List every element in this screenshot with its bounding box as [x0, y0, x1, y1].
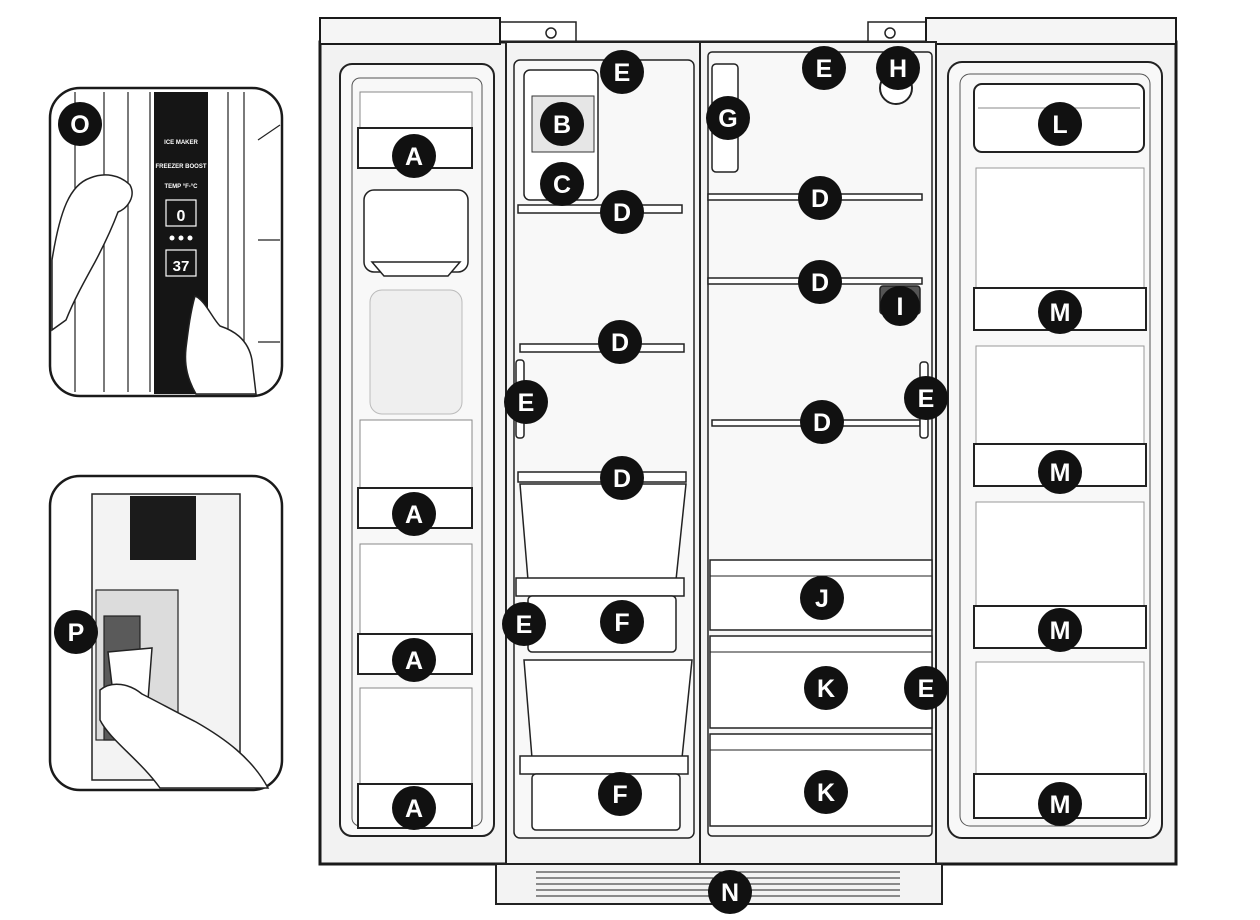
svg-text:L: L — [1052, 111, 1067, 139]
callout-e: E — [502, 602, 546, 646]
svg-text:E: E — [918, 675, 935, 703]
hand-icon — [99, 683, 270, 789]
svg-text:I: I — [897, 293, 904, 321]
svg-text:E: E — [614, 59, 631, 87]
svg-text:E: E — [918, 385, 935, 413]
ice-chute — [369, 289, 463, 415]
svg-text:D: D — [611, 329, 629, 357]
svg-text:D: D — [613, 465, 631, 493]
svg-text:A: A — [405, 143, 423, 171]
freezer-boost-label: FREEZER BOOST — [155, 164, 206, 170]
callout-e: E — [504, 380, 548, 424]
svg-text:G: G — [718, 105, 737, 133]
hand-icon — [51, 174, 133, 332]
callout-badges: O P A A A A B C D D D D D D E E E E E E … — [54, 46, 1082, 914]
fridge-door-bin[interactable] — [973, 167, 1147, 331]
svg-text:O: O — [70, 111, 89, 139]
svg-text:A: A — [405, 501, 423, 529]
callout-d: D — [600, 190, 644, 234]
ice-bucket — [363, 189, 469, 273]
callout-a: A — [392, 492, 436, 536]
svg-text:H: H — [889, 55, 907, 83]
svg-text:M: M — [1050, 617, 1071, 645]
ice-maker-label: ICE MAKER — [164, 140, 198, 146]
callout-d: D — [800, 400, 844, 444]
callout-e: E — [802, 46, 846, 90]
callout-k: K — [804, 666, 848, 710]
svg-text:A: A — [405, 647, 423, 675]
callout-d: D — [598, 320, 642, 364]
svg-text:E: E — [518, 389, 535, 417]
callout-e: E — [904, 666, 948, 710]
refrigerator — [318, 17, 1178, 905]
callout-n: N — [708, 870, 752, 914]
freezer-display — [165, 199, 197, 227]
inset-control-panel: ICE MAKER FREEZER BOOST TEMP °F-°C 0 37 — [48, 86, 284, 398]
callout-a: A — [392, 134, 436, 178]
svg-text:A: A — [405, 795, 423, 823]
callout-m: M — [1038, 782, 1082, 826]
pointing-hand-icon — [184, 294, 257, 395]
callout-m: M — [1038, 450, 1082, 494]
svg-text:D: D — [813, 409, 831, 437]
callout-h: H — [876, 46, 920, 90]
svg-text:C: C — [553, 171, 571, 199]
svg-text:D: D — [811, 185, 829, 213]
fridge-display-value: 37 — [173, 258, 190, 275]
callout-g: G — [706, 96, 750, 140]
svg-text:P: P — [68, 619, 85, 647]
callout-m: M — [1038, 290, 1082, 334]
svg-text:J: J — [815, 585, 829, 613]
dispenser-panel — [130, 496, 196, 560]
svg-text:F: F — [612, 781, 627, 809]
callout-l: L — [1038, 102, 1082, 146]
inset-dispenser — [48, 474, 284, 792]
svg-text:B: B — [553, 111, 571, 139]
fridge-display — [165, 249, 197, 277]
panel-button[interactable] — [187, 235, 193, 241]
temp-label: TEMP °F-°C — [164, 184, 198, 190]
svg-text:K: K — [817, 675, 835, 703]
callout-j: J — [800, 576, 844, 620]
svg-text:F: F — [614, 609, 629, 637]
svg-text:K: K — [817, 779, 835, 807]
callout-d: D — [798, 260, 842, 304]
callout-o: O — [58, 102, 102, 146]
svg-text:M: M — [1050, 459, 1071, 487]
panel-button[interactable] — [169, 235, 175, 241]
svg-text:E: E — [816, 55, 833, 83]
svg-text:D: D — [613, 199, 631, 227]
svg-text:N: N — [721, 879, 739, 907]
freezer-display-value: 0 — [177, 208, 186, 225]
panel-button[interactable] — [178, 235, 184, 241]
callout-f: F — [598, 772, 642, 816]
callout-c: C — [540, 162, 584, 206]
callout-e: E — [600, 50, 644, 94]
callout-a: A — [392, 638, 436, 682]
freezer-shelf[interactable] — [517, 204, 683, 214]
callout-e: E — [904, 376, 948, 420]
callout-i: I — [880, 286, 920, 326]
callout-k: K — [804, 770, 848, 814]
callout-d: D — [798, 176, 842, 220]
callout-m: M — [1038, 608, 1082, 652]
callout-a: A — [392, 786, 436, 830]
callout-f: F — [600, 600, 644, 644]
callout-d: D — [600, 456, 644, 500]
svg-text:M: M — [1050, 299, 1071, 327]
svg-text:M: M — [1050, 791, 1071, 819]
svg-text:D: D — [811, 269, 829, 297]
callout-b: B — [540, 102, 584, 146]
svg-text:E: E — [516, 611, 533, 639]
callout-p: P — [54, 610, 98, 654]
